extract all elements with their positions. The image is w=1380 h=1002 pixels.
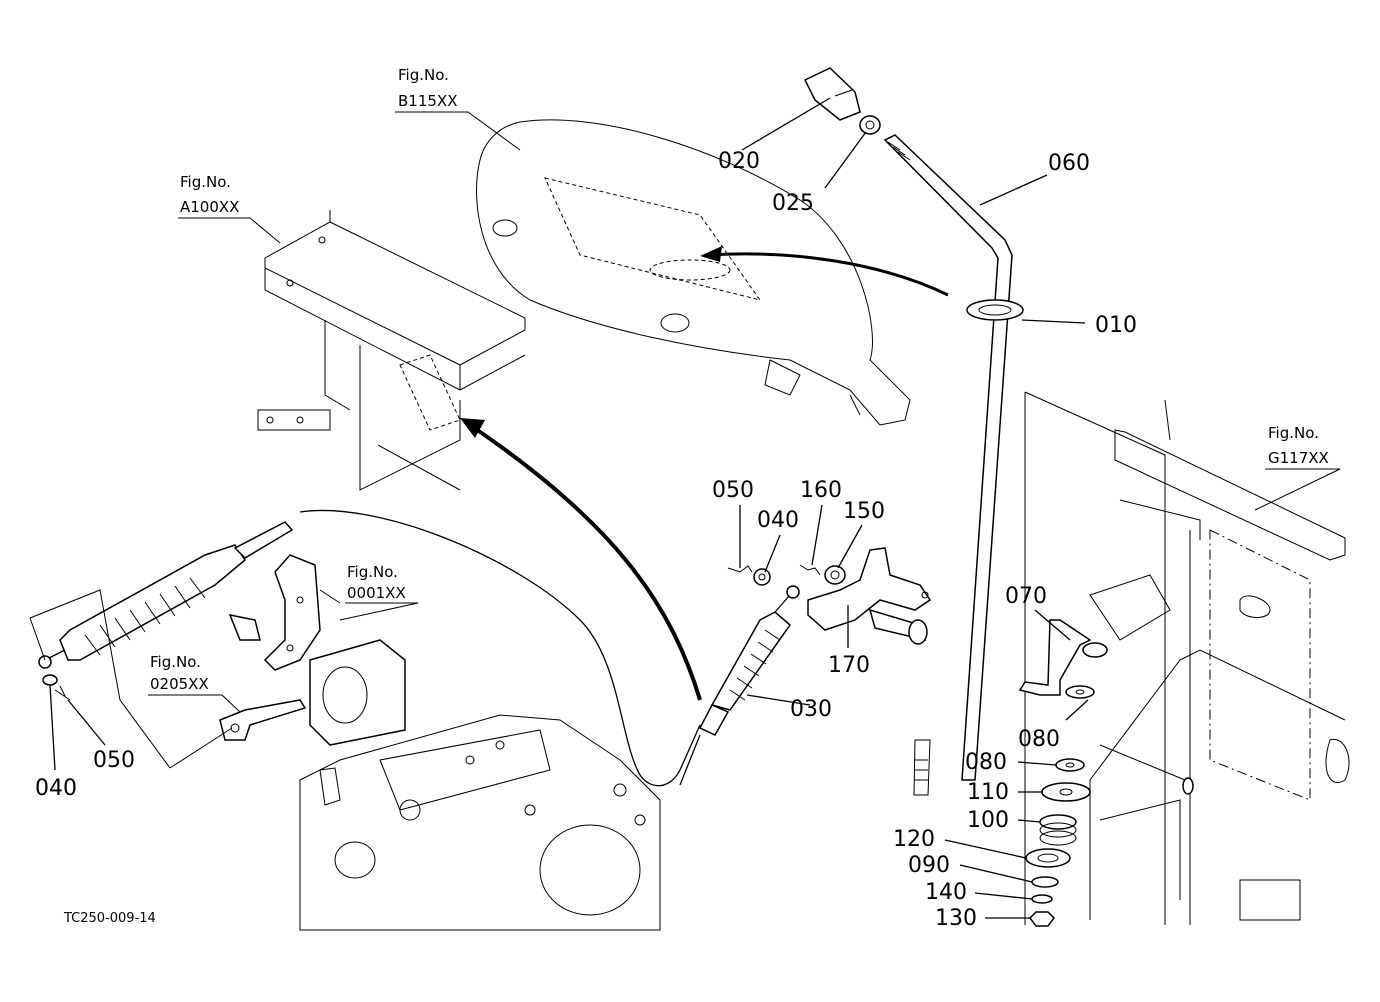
label-140: 140 [925, 880, 967, 905]
nut-130 [1029, 911, 1055, 927]
washer-140 [1031, 894, 1053, 904]
label-025: 025 [772, 191, 814, 216]
pin-050-top [727, 565, 753, 573]
fig-ref-a100-code: A100XX [180, 198, 239, 216]
label-170: 170 [828, 653, 870, 678]
seal-120 [1025, 848, 1071, 868]
spring-100 [1039, 814, 1077, 846]
fig-ref-0205-prefix: Fig.No. [150, 653, 201, 671]
fig-ref-g117-code: G117XX [1268, 449, 1329, 467]
label-160: 160 [800, 478, 842, 503]
knob-020 [803, 67, 861, 121]
pin-stack [1099, 744, 1194, 795]
washer-090 [1031, 876, 1059, 888]
cable-routing [299, 509, 701, 787]
fig-references: Fig.No. B115XX Fig.No. A100XX Fig.No. 00… [150, 66, 1329, 693]
part-labels: 020 025 060 010 050 160 150 040 170 030 … [35, 149, 1137, 931]
arrow-lower [460, 418, 702, 701]
label-090: 090 [908, 853, 950, 878]
pin-160 [799, 564, 821, 576]
label-080-a: 080 [1018, 727, 1060, 752]
left-cable-bellows [38, 521, 294, 669]
washer-110 [1041, 782, 1091, 802]
label-050-top: 050 [712, 478, 754, 503]
bracket-0001 [228, 554, 406, 746]
leader-lines [29, 97, 1089, 919]
fig-ref-leaders [148, 111, 1341, 713]
fig-ref-0001-prefix: Fig.No. [347, 563, 398, 581]
diagram-code: TC250-009-14 [63, 911, 156, 926]
fig-ref-b115-code: B115XX [398, 92, 457, 110]
fig-ref-b115-prefix: Fig.No. [398, 66, 449, 84]
label-120: 120 [893, 827, 935, 852]
nut-025 [859, 115, 881, 135]
lever-0205 [219, 699, 307, 741]
label-080-b: 080 [965, 750, 1007, 775]
label-010: 010 [1095, 313, 1137, 338]
washer-040-left [42, 674, 58, 686]
lever-070 [1018, 619, 1108, 696]
fig-ref-0001-code: 0001XX [347, 584, 406, 602]
label-130: 130 [935, 906, 977, 931]
fig-ref-g117-prefix: Fig.No. [1268, 424, 1319, 442]
pin-050-left [54, 685, 71, 701]
washer-080-upper [1065, 685, 1095, 699]
label-040-left: 040 [35, 776, 77, 801]
grommet-010 [966, 299, 1024, 321]
panel-g117 [1024, 391, 1350, 925]
shift-rod-060 [883, 134, 1013, 796]
engine-block [299, 714, 661, 931]
frame-a100 [257, 210, 526, 491]
label-070: 070 [1005, 584, 1047, 609]
arrow-upper [700, 246, 949, 297]
washer-080-lower [1055, 758, 1085, 772]
label-020: 020 [718, 149, 760, 174]
fig-ref-0205-code: 0205XX [150, 675, 209, 693]
label-050-left: 050 [93, 748, 135, 773]
fig-ref-a100-prefix: Fig.No. [180, 173, 231, 191]
label-040-top: 040 [757, 508, 799, 533]
cover-b115 [476, 119, 911, 426]
washer-040-top [753, 568, 771, 586]
washer-150 [824, 565, 846, 585]
label-100: 100 [967, 808, 1009, 833]
cable-030 [679, 585, 800, 786]
label-060: 060 [1048, 151, 1090, 176]
label-030: 030 [790, 697, 832, 722]
label-150: 150 [843, 499, 885, 524]
bracket-170 [807, 547, 932, 645]
label-110: 110 [967, 780, 1009, 805]
